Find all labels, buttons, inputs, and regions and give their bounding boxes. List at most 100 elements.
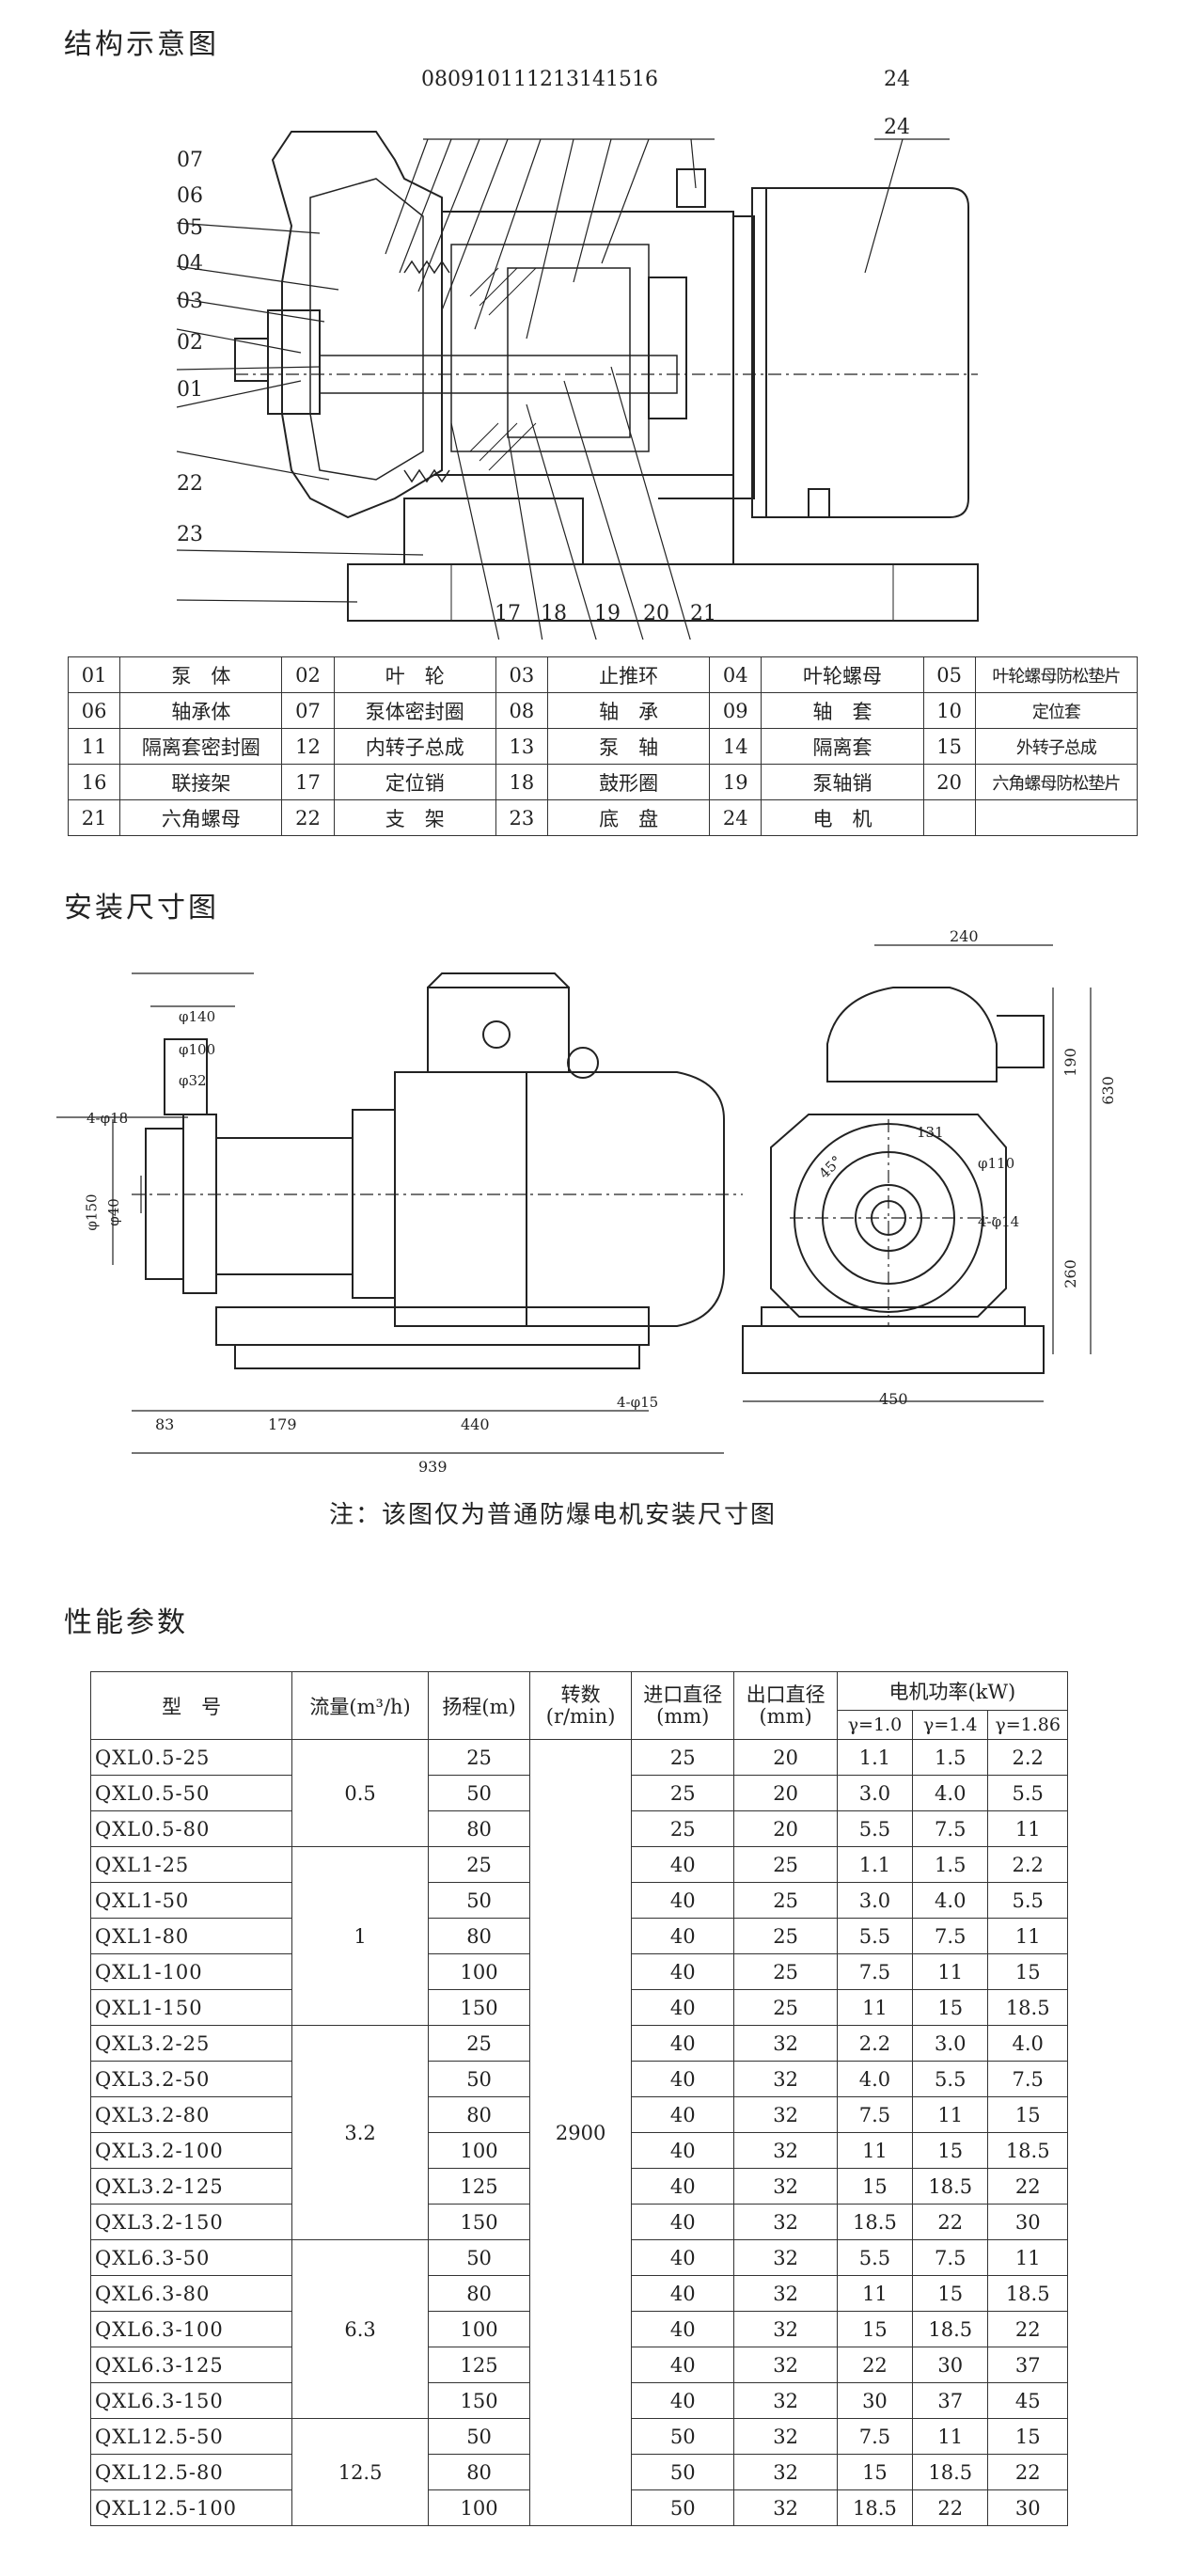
callout-03: 03 <box>177 290 203 313</box>
part-name: 电 机 <box>761 799 924 836</box>
cell-power-g1: 11 <box>836 2132 914 2169</box>
cell-power-g1: 7.5 <box>836 2418 914 2455</box>
cell-power-g1: 11 <box>836 2275 914 2312</box>
install-diagram <box>56 944 1092 1454</box>
cell-power-g1: 22 <box>836 2347 914 2383</box>
cell-model: QXL6.3-80 <box>89 2275 293 2312</box>
cell-outlet: 32 <box>733 2418 838 2455</box>
dim-190: 190 <box>1061 1048 1079 1077</box>
cell-head: 50 <box>428 1775 531 1811</box>
cell-head: 150 <box>428 2204 531 2240</box>
part-name: 外转子总成 <box>974 728 1139 765</box>
callout-11: 11 <box>500 68 527 91</box>
part-number: 19 <box>709 764 762 800</box>
part-name: 叶轮螺母 <box>761 656 924 693</box>
cell-model: QXL0.5-25 <box>89 1739 293 1776</box>
cell-flow: 3.2 <box>291 2025 430 2240</box>
cell-outlet: 25 <box>733 1953 838 1990</box>
dim-240: 240 <box>950 927 979 945</box>
cell-model: QXL1-100 <box>89 1953 293 1990</box>
cell-head: 25 <box>428 1739 531 1776</box>
dim-83: 83 <box>155 1415 175 1433</box>
cell-model: QXL6.3-50 <box>89 2239 293 2276</box>
part-number: 06 <box>67 692 121 729</box>
callout-08: 08 <box>421 68 448 91</box>
part-name: 六角螺母防松垫片 <box>974 764 1139 800</box>
cell-model: QXL3.2-25 <box>89 2025 293 2062</box>
cell-outlet: 32 <box>733 2382 838 2419</box>
cell-head: 150 <box>428 1989 531 2026</box>
callout-05: 05 <box>177 216 203 240</box>
cell-power-g3: 22 <box>987 2454 1068 2490</box>
cell-power-g1: 30 <box>836 2382 914 2419</box>
part-name: 泵 体 <box>119 656 283 693</box>
cell-outlet: 32 <box>733 2275 838 2312</box>
cell-power-g2: 15 <box>912 2275 989 2312</box>
part-number: 02 <box>281 656 335 693</box>
cell-head: 100 <box>428 2132 531 2169</box>
cell-model: QXL12.5-50 <box>89 2418 293 2455</box>
cell-outlet: 32 <box>733 2061 838 2097</box>
cell-power-g3: 15 <box>987 1953 1068 1990</box>
cell-inlet: 40 <box>631 1918 735 1954</box>
cell-outlet: 32 <box>733 2168 838 2205</box>
cell-power-g3: 22 <box>987 2168 1068 2205</box>
part-number: 11 <box>67 728 121 765</box>
cell-model: QXL1-25 <box>89 1846 293 1883</box>
cell-head: 100 <box>428 1953 531 1990</box>
cell-power-g1: 15 <box>836 2454 914 2490</box>
cell-power-g2: 22 <box>912 2204 989 2240</box>
cell-power-g3: 7.5 <box>987 2061 1068 2097</box>
part-name: 定位套 <box>974 692 1139 729</box>
cell-inlet: 40 <box>631 2275 735 2312</box>
cell-power-g3: 18.5 <box>987 2132 1068 2169</box>
callout-16: 16 <box>632 68 658 91</box>
cell-power-g3: 15 <box>987 2418 1068 2455</box>
col-g3: γ=1.86 <box>987 1710 1068 1740</box>
cell-flow: 0.5 <box>291 1739 430 1847</box>
cell-power-g1: 5.5 <box>836 2239 914 2276</box>
part-name: 轴 套 <box>761 692 924 729</box>
cell-model: QXL1-150 <box>89 1989 293 2026</box>
dim-440: 440 <box>461 1415 490 1433</box>
part-name: 轴承体 <box>119 692 283 729</box>
cell-model: QXL6.3-100 <box>89 2311 293 2347</box>
part-name: 内转子总成 <box>333 728 496 765</box>
callout-01: 01 <box>177 378 203 402</box>
cell-inlet: 40 <box>631 2347 735 2383</box>
cell-power-g2: 4.0 <box>912 1882 989 1919</box>
part-number: 18 <box>495 764 549 800</box>
cell-power-g2: 18.5 <box>912 2168 989 2205</box>
cell-flow: 1 <box>291 1846 430 2026</box>
cell-power-g2: 1.5 <box>912 1846 989 1883</box>
callout-13: 13 <box>553 68 579 91</box>
cell-power-g3: 22 <box>987 2311 1068 2347</box>
cell-inlet: 40 <box>631 2382 735 2419</box>
cell-power-g2: 5.5 <box>912 2061 989 2097</box>
cell-power-g3: 4.0 <box>987 2025 1068 2062</box>
part-number: 07 <box>281 692 335 729</box>
install-title: 安装尺寸图 <box>64 892 219 925</box>
callout-18: 18 <box>541 602 567 625</box>
cell-power-g1: 2.2 <box>836 2025 914 2062</box>
part-name: 止推环 <box>547 656 711 693</box>
dim-450: 450 <box>879 1390 908 1408</box>
part-number: 15 <box>922 728 976 765</box>
col-speed: 转数 (r/min) <box>529 1671 633 1740</box>
callout-24: 24 <box>884 116 910 139</box>
part-name: 轴 承 <box>547 692 711 729</box>
cell-power-g2: 30 <box>912 2347 989 2383</box>
cell-power-g3: 30 <box>987 2204 1068 2240</box>
part-number <box>922 799 976 836</box>
dim-939: 939 <box>418 1458 448 1476</box>
part-number: 13 <box>495 728 549 765</box>
dim-d140: φ140 <box>179 1008 216 1025</box>
cell-inlet: 50 <box>631 2489 735 2526</box>
